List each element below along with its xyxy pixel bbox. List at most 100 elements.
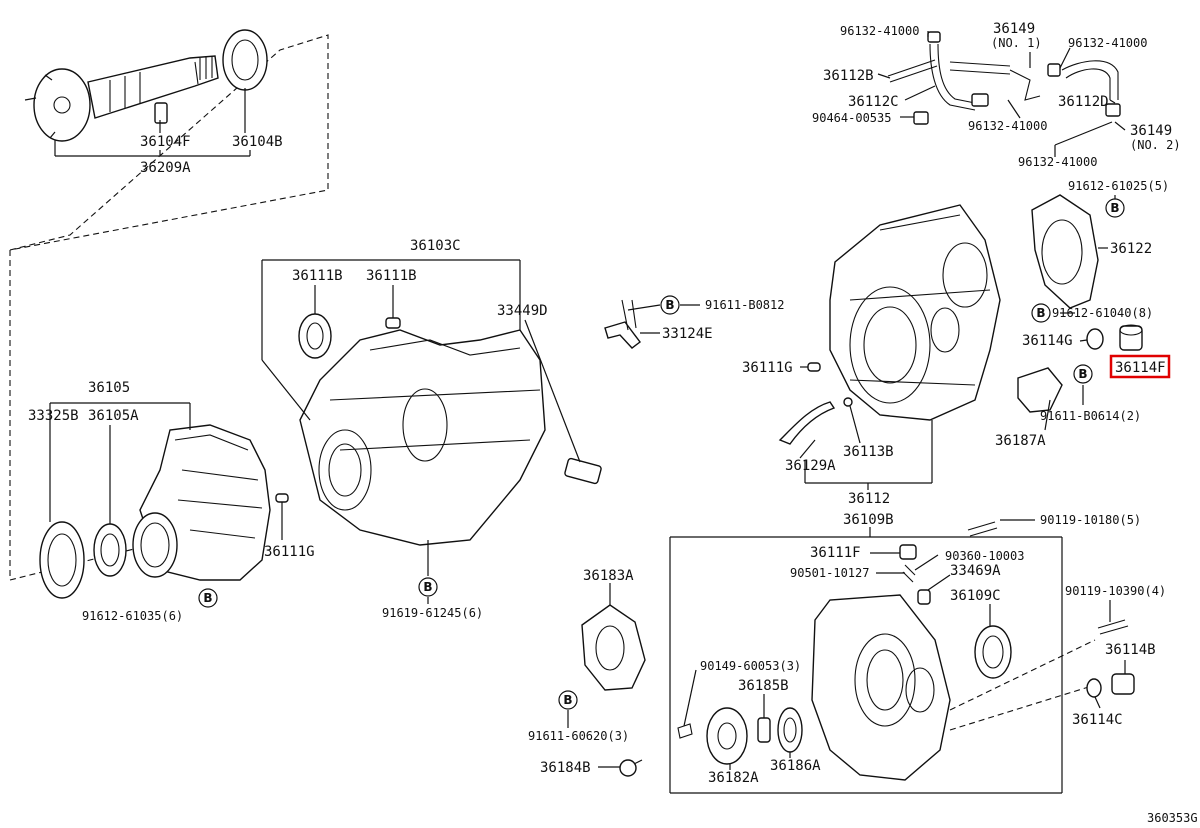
label-33449D[interactable]: 33449D: [497, 303, 548, 319]
label-36105A[interactable]: 36105A: [88, 408, 139, 424]
gasket-33449D-part[interactable]: [564, 457, 602, 485]
label-36114G[interactable]: 36114G: [1022, 333, 1073, 349]
output-shaft-part[interactable]: [24, 55, 219, 142]
label-91612-61035[interactable]: 91612-61035(6): [82, 609, 183, 623]
label-33124E[interactable]: 33124E: [662, 326, 713, 342]
label-90360-10003[interactable]: 90360-10003: [945, 549, 1024, 563]
oil-seal-36111B-part[interactable]: [298, 313, 332, 359]
label-36109B[interactable]: 36109B: [843, 512, 894, 528]
label-36183A[interactable]: 36183A: [583, 568, 634, 584]
rear-case-36112-part[interactable]: [829, 204, 1001, 421]
svg-text:B: B: [665, 298, 674, 312]
label-36186A[interactable]: 36186A: [770, 758, 821, 774]
label-90464-00535[interactable]: 90464-00535: [812, 111, 891, 125]
svg-text:B: B: [1036, 306, 1045, 320]
label-36182A[interactable]: 36182A: [708, 770, 759, 786]
breather-hoses-part[interactable]: [887, 31, 1121, 146]
label-36109C[interactable]: 36109C: [950, 588, 1001, 604]
svg-text:B: B: [1078, 367, 1087, 381]
diagram-code: 360353G: [1147, 811, 1198, 825]
bracket-33124E-part[interactable]: [604, 299, 641, 349]
key-36185B-part[interactable]: [757, 717, 771, 743]
oil-pump-body-36183A-part[interactable]: [581, 604, 646, 691]
svg-text:B: B: [203, 591, 212, 605]
label-36209A[interactable]: 36209A: [140, 160, 191, 176]
bolt-36184B-part[interactable]: [619, 759, 643, 777]
label-90501-10127[interactable]: 90501-10127: [790, 566, 869, 580]
label-36184B[interactable]: 36184B: [540, 760, 591, 776]
cover-36187A-part[interactable]: [1017, 367, 1063, 413]
label-36111G-b[interactable]: 36111G: [264, 544, 315, 560]
label-36112D[interactable]: 36112D: [1058, 94, 1109, 110]
retainer-36122-part[interactable]: [1031, 194, 1099, 309]
label-36104B[interactable]: 36104B: [232, 134, 283, 150]
sleeve-33469A-part[interactable]: [917, 589, 931, 605]
label-36149-no2[interactable]: 36149: [1130, 123, 1172, 139]
label-36149-no1[interactable]: 36149: [993, 21, 1035, 37]
label-36114B[interactable]: 36114B: [1105, 642, 1156, 658]
pump-rotor-36182A-part[interactable]: [706, 707, 748, 765]
label-96132-41000-b[interactable]: 96132-41000: [1068, 36, 1147, 50]
label-96132-41000-c[interactable]: 96132-41000: [968, 119, 1047, 133]
b-bubble-91611-B0812: B: [660, 295, 680, 315]
label-96132-41000-a[interactable]: 96132-41000: [840, 24, 919, 38]
label-91611-B0614[interactable]: 91611-B0614(2): [1040, 409, 1141, 423]
label-91612-61025[interactable]: 91612-61025(5): [1068, 179, 1169, 193]
label-36103C[interactable]: 36103C: [410, 238, 461, 254]
label-36113B[interactable]: 36113B: [843, 444, 894, 460]
bolt-90119-10180-part[interactable]: [967, 521, 998, 537]
dowel-pin-36111G-right-part[interactable]: [807, 362, 821, 372]
label-90119-10390[interactable]: 90119-10390(4): [1065, 584, 1166, 598]
b-bubble-91611-B0614: B: [1073, 364, 1093, 384]
label-36111B-b[interactable]: 36111B: [366, 268, 417, 284]
plug-36114B-part[interactable]: [1111, 673, 1135, 695]
label-36185B[interactable]: 36185B: [738, 678, 789, 694]
plug-36111F-part[interactable]: [899, 544, 917, 583]
label-36187A[interactable]: 36187A: [995, 433, 1046, 449]
oil-seal-36104B-part[interactable]: [222, 29, 268, 91]
label-33469A[interactable]: 33469A: [950, 563, 1001, 579]
label-91612-61040[interactable]: 91612-61040(8): [1052, 306, 1153, 320]
label-91619-61245[interactable]: 91619-61245(6): [382, 606, 483, 620]
dowel-pin-36111G-left-part[interactable]: [275, 493, 289, 503]
label-36111G-a[interactable]: 36111G: [742, 360, 793, 376]
dowel-pin-36111B-part[interactable]: [385, 317, 401, 329]
front-case-36105-part[interactable]: [132, 424, 271, 581]
label-91611-B0812[interactable]: 91611-B0812: [705, 298, 784, 312]
label-36129A[interactable]: 36129A: [785, 458, 836, 474]
center-case-36103C-part[interactable]: [299, 329, 546, 546]
label-36112[interactable]: 36112: [848, 491, 890, 507]
label-36112C[interactable]: 36112C: [848, 94, 899, 110]
label-33325B[interactable]: 33325B: [28, 408, 79, 424]
oil-seal-36109C-part[interactable]: [974, 625, 1012, 679]
label-36111F[interactable]: 36111F: [810, 545, 861, 561]
label-36112B-top[interactable]: 36112B: [823, 68, 874, 84]
oil-seal-33325B-part[interactable]: [39, 521, 85, 599]
label-36114F[interactable]: 36114F: [1115, 360, 1166, 376]
gasket-36114G-part[interactable]: [1086, 328, 1104, 350]
label-36122[interactable]: 36122: [1110, 241, 1152, 257]
label-90119-10180[interactable]: 90119-10180(5): [1040, 513, 1141, 527]
gasket-36114C-part[interactable]: [1086, 678, 1102, 698]
label-36105[interactable]: 36105: [88, 380, 130, 396]
dashed-assembly-boundaries: [9, 34, 1096, 731]
svg-text:B: B: [1110, 201, 1119, 215]
o-ring-36113B-part[interactable]: [843, 397, 853, 407]
b-bubble-91612-61040: B: [1031, 303, 1051, 323]
label-36104F[interactable]: 36104F: [140, 134, 191, 150]
bolt-36104F-part[interactable]: [154, 102, 168, 124]
label-90149-60053[interactable]: 90149-60053(3): [700, 659, 801, 673]
label-96132-41000-d[interactable]: 96132-41000: [1018, 155, 1097, 169]
ring-36186A-part[interactable]: [777, 707, 803, 753]
label-36114C[interactable]: 36114C: [1072, 712, 1123, 728]
oil-seal-36105A-part[interactable]: [93, 523, 127, 577]
highlight-box-36114F: [1109, 354, 1171, 379]
label-36111B-a[interactable]: 36111B: [292, 268, 343, 284]
plug-36114F-part[interactable]: [1119, 324, 1143, 351]
screw-90149-60053-part[interactable]: [677, 723, 693, 739]
leader-lines: [49, 31, 1126, 794]
label-91611-60620[interactable]: 91611-60620(3): [528, 729, 629, 743]
breather-plug-36129A-part[interactable]: [778, 401, 836, 445]
extension-housing-36109B-part[interactable]: [811, 594, 951, 781]
bolt-90119-10390-part[interactable]: [1097, 619, 1129, 635]
